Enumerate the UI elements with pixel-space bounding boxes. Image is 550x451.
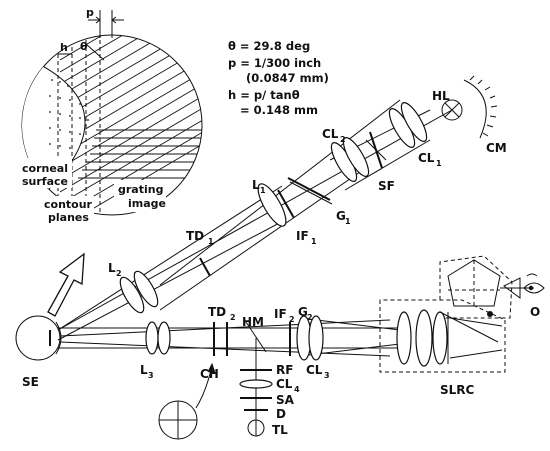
p-label: p — [86, 6, 94, 19]
theta-equation: θ = 29.8 deg — [228, 39, 310, 53]
concave-mirror-CM — [463, 79, 487, 139]
label-CL4: CL — [276, 377, 293, 391]
label-CL4-sub: 4 — [294, 385, 300, 394]
equations-block: θ = 29.8 deg p = 1/300 inch (0.0847 mm) … — [228, 39, 329, 117]
grating-G1 — [287, 177, 331, 201]
label-G2: G — [298, 305, 308, 319]
half-mirror-HM — [245, 321, 267, 353]
test-lamp-TL — [247, 419, 265, 437]
label-TD2: TD — [208, 305, 226, 319]
contour-plane-lines — [57, 40, 101, 215]
h-formula: h = p/ tanθ — [228, 88, 300, 102]
label-G1-sub: 1 — [345, 217, 351, 226]
mirror-hatch — [469, 75, 498, 137]
label-CH: CH — [200, 367, 219, 381]
lens-CL3 — [296, 315, 324, 361]
label-TD2-sub: 2 — [230, 313, 236, 322]
component-labels: SE L 2 TD 1 L 1 IF 1 G 1 CL 2 SF CL 1 HL… — [22, 89, 540, 437]
theta-label: θ — [80, 40, 88, 53]
theta-ray — [85, 43, 105, 61]
label-IF2: IF — [274, 307, 287, 321]
label-CL3-sub: 3 — [324, 371, 330, 380]
label-G1: G — [336, 209, 346, 223]
label-D: D — [276, 407, 286, 421]
lens-CL1 — [388, 102, 428, 148]
image-label: image — [128, 197, 166, 210]
magnified-inset: p h θ corneal surface contour planes gra… — [20, 6, 203, 224]
crosshair-detail — [158, 362, 216, 440]
label-HM: HM — [242, 315, 264, 329]
lens-L3 — [145, 321, 171, 355]
label-SA: SA — [276, 393, 295, 407]
h-label: h — [60, 41, 68, 54]
label-IF1: IF — [296, 229, 309, 243]
label-L2-sub: 2 — [116, 269, 122, 278]
label-TL: TL — [272, 423, 288, 437]
label-O: O — [530, 305, 540, 319]
contour-label: contour — [44, 198, 93, 211]
fringe-lines — [78, 129, 202, 179]
corneal-label: corneal — [22, 162, 68, 175]
label-CL3: CL — [306, 363, 323, 377]
label-CL2-sub: 2 — [340, 135, 346, 144]
p-inch-equation: p = 1/300 inch — [228, 56, 321, 70]
surface-label: surface — [22, 175, 68, 188]
label-G2-sub: 2 — [307, 313, 313, 322]
label-SF: SF — [378, 179, 395, 193]
label-TD1-sub: 1 — [208, 237, 214, 246]
label-SLRC: SLRC — [440, 383, 475, 397]
label-SE: SE — [22, 375, 39, 389]
grating-label: grating — [118, 183, 163, 196]
camera-SLRC — [379, 255, 534, 373]
lens-CL4 — [239, 379, 273, 389]
p-dimension — [88, 10, 124, 38]
label-CL1-sub: 1 — [436, 159, 442, 168]
lens-L1 — [257, 183, 295, 227]
h-value: = 0.148 mm — [240, 103, 318, 117]
lens-CL2 — [330, 137, 370, 182]
label-IF1-sub: 1 — [311, 237, 317, 246]
label-L2: L — [108, 261, 116, 275]
subject-eye-SE — [15, 315, 62, 361]
halogen-lamp-HL — [441, 99, 463, 121]
label-IF2-sub: 2 — [289, 315, 295, 324]
label-L3: L — [140, 363, 148, 377]
label-CL2: CL — [322, 127, 339, 141]
dot-grid — [49, 79, 89, 163]
lens-L2 — [119, 270, 159, 314]
planes-label: planes — [48, 211, 89, 224]
label-L1: L — [252, 178, 260, 192]
observer-eye-O — [523, 273, 545, 294]
observation-arm — [58, 315, 401, 437]
label-TD1: TD — [186, 229, 204, 243]
label-RF: RF — [276, 363, 293, 377]
label-CM: CM — [486, 141, 507, 155]
label-CL1: CL — [418, 151, 435, 165]
label-L1-sub: 1 — [260, 186, 266, 195]
p-mm-equation: (0.0847 mm) — [246, 71, 329, 85]
aperture-TD1 — [199, 257, 211, 277]
label-L3-sub: 3 — [148, 371, 154, 380]
label-HL: HL — [432, 89, 450, 103]
projection-arm — [57, 75, 498, 341]
spatial-filter-SF — [365, 131, 387, 169]
zoom-arrow — [47, 252, 85, 317]
